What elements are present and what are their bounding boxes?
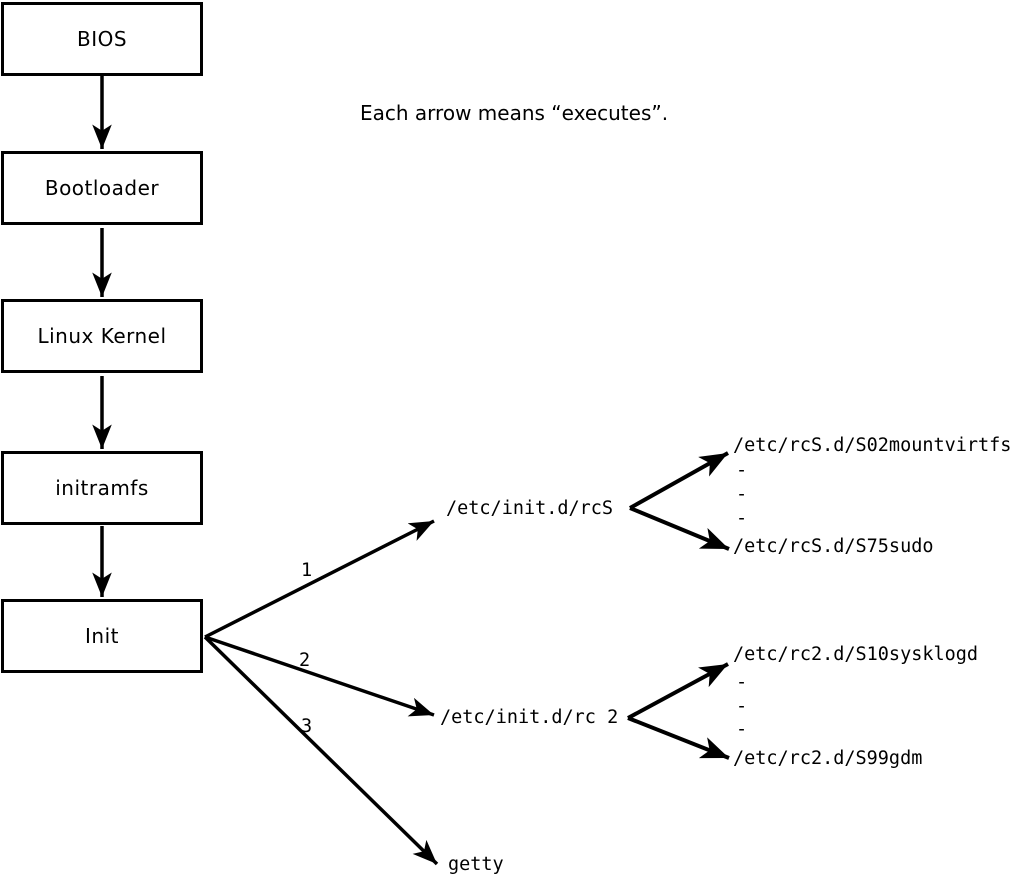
legend-note: Each arrow means “executes”. bbox=[360, 101, 669, 125]
box-initramfs-label: initramfs bbox=[55, 476, 149, 500]
box-initramfs: initramfs bbox=[1, 451, 203, 525]
arrow-rc2-to-first-entry bbox=[627, 662, 729, 720]
box-bootloader: Bootloader bbox=[1, 151, 203, 225]
box-linux-kernel-label: Linux Kernel bbox=[37, 324, 167, 348]
label-rcS-ellipsis-dash-1: - bbox=[736, 460, 748, 481]
box-bootloader-label: Bootloader bbox=[44, 176, 160, 200]
box-init: Init bbox=[1, 599, 203, 673]
arrow-rc2-to-last-entry bbox=[627, 716, 730, 760]
box-bios: BIOS bbox=[1, 2, 203, 76]
label-rc2-ellipsis-dash-3: - bbox=[736, 719, 748, 740]
label-rc2-ellipsis-dash-1: - bbox=[736, 672, 748, 693]
arrow-init-to-rc2 bbox=[204, 635, 435, 717]
label-rcS-ellipsis-dash-2: - bbox=[736, 484, 748, 505]
label-rcS-ellipsis-dash-3: - bbox=[736, 508, 748, 529]
box-bios-label: BIOS bbox=[76, 27, 128, 51]
fan-label-1: 1 bbox=[301, 560, 313, 581]
label-rc2-ellipsis-dash-2: - bbox=[736, 696, 748, 717]
arrow-init-to-rcS bbox=[204, 519, 435, 639]
label-getty: getty bbox=[448, 854, 504, 875]
arrow-init-to-getty bbox=[203, 635, 439, 866]
fan-label-2: 2 bbox=[299, 650, 311, 671]
label-rc2-script: /etc/init.d/rc 2 bbox=[440, 707, 619, 728]
arrow-rcS-to-first-entry bbox=[629, 451, 729, 510]
label-rcS-last-entry: /etc/rcS.d/S75sudo bbox=[733, 536, 934, 557]
label-rc2-last-entry: /etc/rc2.d/S99gdm bbox=[733, 748, 923, 769]
box-linux-kernel: Linux Kernel bbox=[1, 299, 203, 373]
fan-label-3: 3 bbox=[301, 716, 313, 737]
label-rc2-first-entry: /etc/rc2.d/S10sysklogd bbox=[733, 644, 979, 665]
arrow-rcS-to-last-entry bbox=[629, 506, 730, 551]
label-rcS-script: /etc/init.d/rcS bbox=[446, 498, 614, 519]
box-init-label: Init bbox=[85, 624, 119, 648]
label-rcS-first-entry: /etc/rcS.d/S02mountvirtfs bbox=[733, 435, 1012, 456]
